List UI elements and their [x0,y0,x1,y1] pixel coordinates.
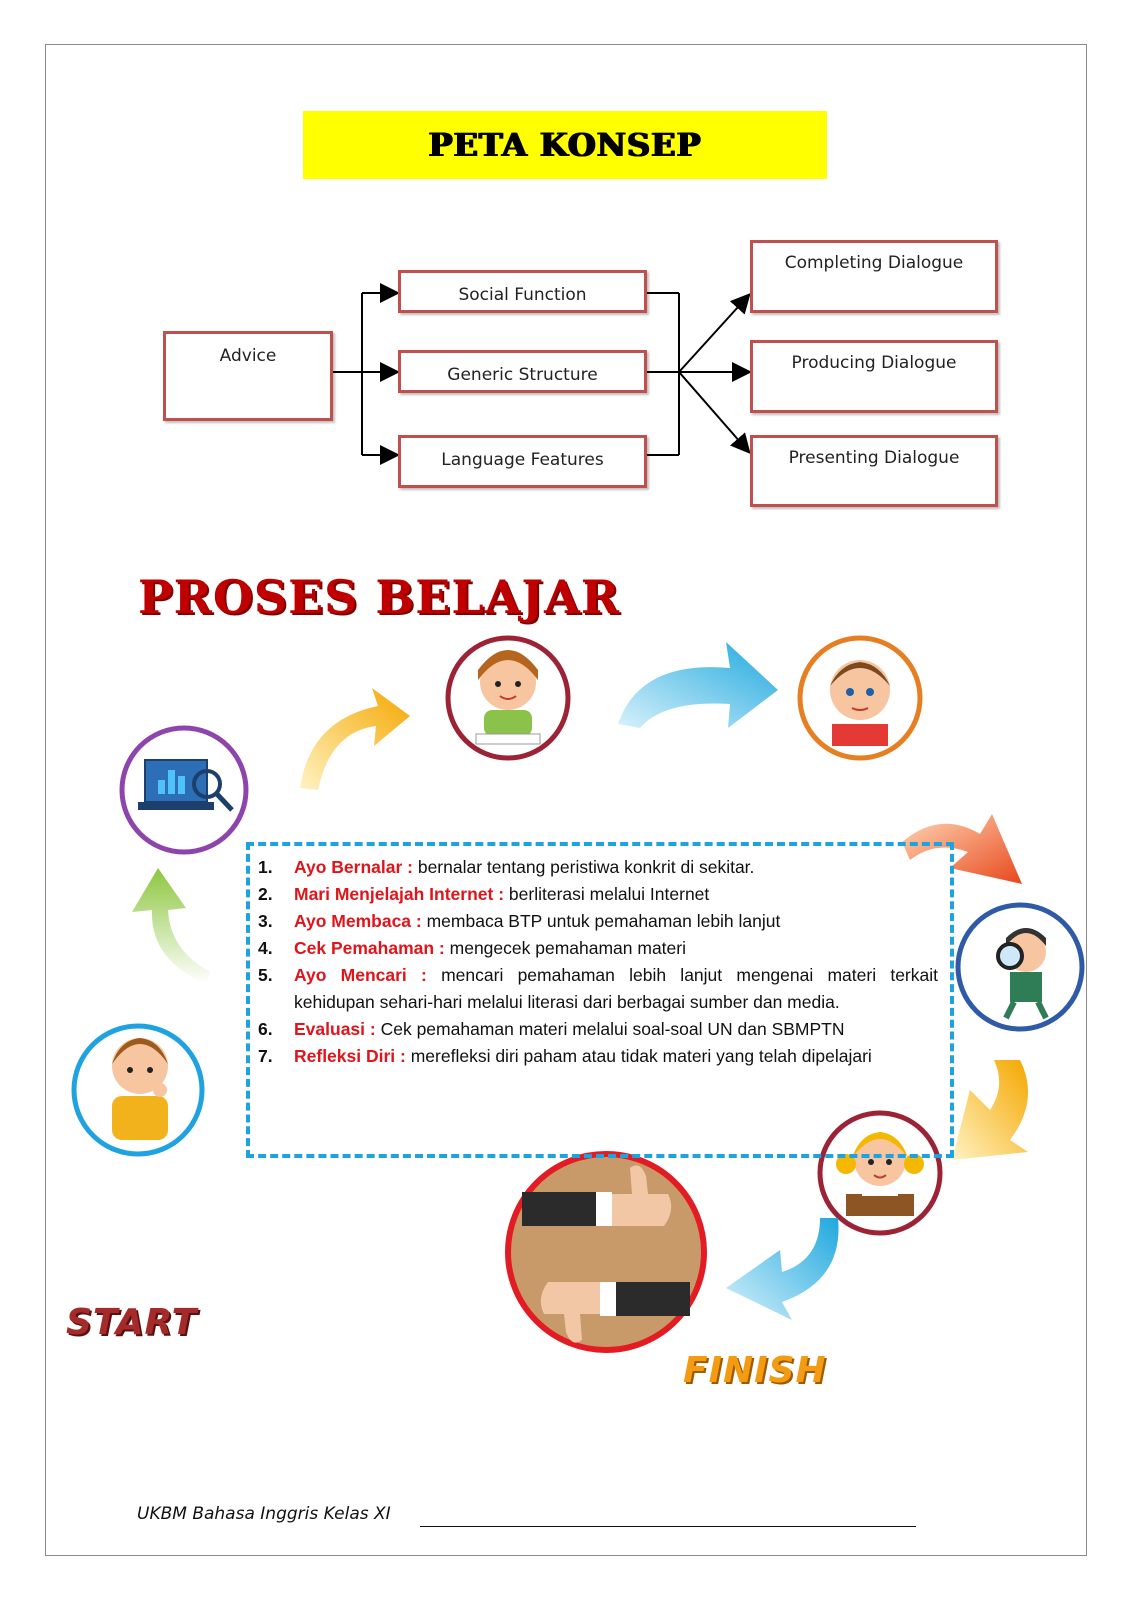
step-text: mencari pemahaman lebih lanjut mengenai … [294,965,938,1012]
boy-writing-icon [797,635,923,761]
box-label: Presenting Dialogue [788,448,960,468]
step-label: Refleksi Diri : [294,1046,406,1066]
step-item: 5. Ayo Mencari : mencari pemahaman lebih… [258,962,938,1016]
step-number: 1. [258,857,273,877]
root-label: Advice [219,346,277,366]
step-item: 7. Refleksi Diri : merefleksi diri paham… [258,1043,938,1070]
page-frame [45,44,1087,1556]
thinking-boy-icon [71,1023,205,1157]
concept-map-connectors [331,283,752,465]
box-completing-dialogue: Completing Dialogue [750,240,998,313]
box-generic-structure: Generic Structure [398,350,647,393]
box-producing-dialogue: Producing Dialogue [750,340,998,413]
start-label: START [66,1302,198,1343]
step-label: Cek Pemahaman : [294,938,445,958]
box-label: Generic Structure [447,365,598,385]
arrow-blue-bottom-icon [726,1218,839,1320]
footer-text: UKBM Bahasa Inggris Kelas XI [137,1504,391,1524]
step-item: 1. Ayo Bernalar : bernalar tentang peris… [258,854,938,881]
box-social-function: Social Function [398,270,647,313]
learning-process-title: PROSES BELAJAR [138,570,621,624]
concept-map-title-band: PETA KONSEP [303,111,827,179]
arrow-blue-top-icon [618,642,778,728]
arrow-green-up-icon [132,868,210,984]
step-label: Ayo Membaca : [294,911,422,931]
step-item: 3. Ayo Membaca : membaca BTP untuk pemah… [258,908,938,935]
step-label: Ayo Mencari : [294,965,427,985]
box-presenting-dialogue: Presenting Dialogue [750,435,998,507]
learning-steps-list: 1. Ayo Bernalar : bernalar tentang peris… [250,846,950,1070]
concept-map-title: PETA KONSEP [428,126,702,164]
finish-label: FINISH [683,1350,827,1391]
box-label: Language Features [441,450,604,470]
learning-steps-box: 1. Ayo Bernalar : bernalar tentang peris… [246,842,954,1158]
box-label: Social Function [458,285,587,305]
step-number: 7. [258,1046,273,1066]
root-box-advice: Advice [163,331,333,421]
step-label: Mari Menjelajah Internet : [294,884,505,904]
step-text: Cek pemahaman materi melalui soal-soal U… [375,1019,845,1039]
step-item: 4. Cek Pemahaman : mengecek pemahaman ma… [258,935,938,962]
girl-reading-icon [445,635,571,761]
arrow-red-right-icon [902,814,1022,884]
step-number: 6. [258,1019,273,1039]
box-label: Completing Dialogue [784,253,964,273]
step-text: merefleksi diri paham atau tidak materi … [405,1046,872,1066]
step-label: Ayo Bernalar : [294,857,413,877]
arrow-orange-down-icon [952,1060,1028,1160]
footer-line [420,1526,916,1527]
step-number: 4. [258,938,273,958]
step-number: 5. [258,965,273,985]
step-text: bernalar tentang peristiwa konkrit di se… [412,857,755,877]
step-number: 3. [258,911,273,931]
arrow-orange-upright-icon [300,688,410,790]
step-number: 2. [258,884,273,904]
box-language-features: Language Features [398,435,647,488]
step-text: berliterasi melalui Internet [504,884,710,904]
learning-flow-illustrations [71,635,1085,1353]
step-item: 2. Mari Menjelajah Internet : berliteras… [258,881,938,908]
box-label: Producing Dialogue [791,353,957,373]
step-text: mengecek pemahaman materi [444,938,686,958]
step-item: 6. Evaluasi : Cek pemahaman materi melal… [258,1016,938,1043]
girl-writing-icon [817,1110,943,1236]
detective-magnifier-icon [955,902,1085,1032]
step-label: Evaluasi : [294,1019,376,1039]
laptop-analytics-icon [119,725,249,855]
step-text: membaca BTP untuk pemahaman lebih lanjut [421,911,781,931]
thumbs-up-down-icon [505,1151,707,1353]
